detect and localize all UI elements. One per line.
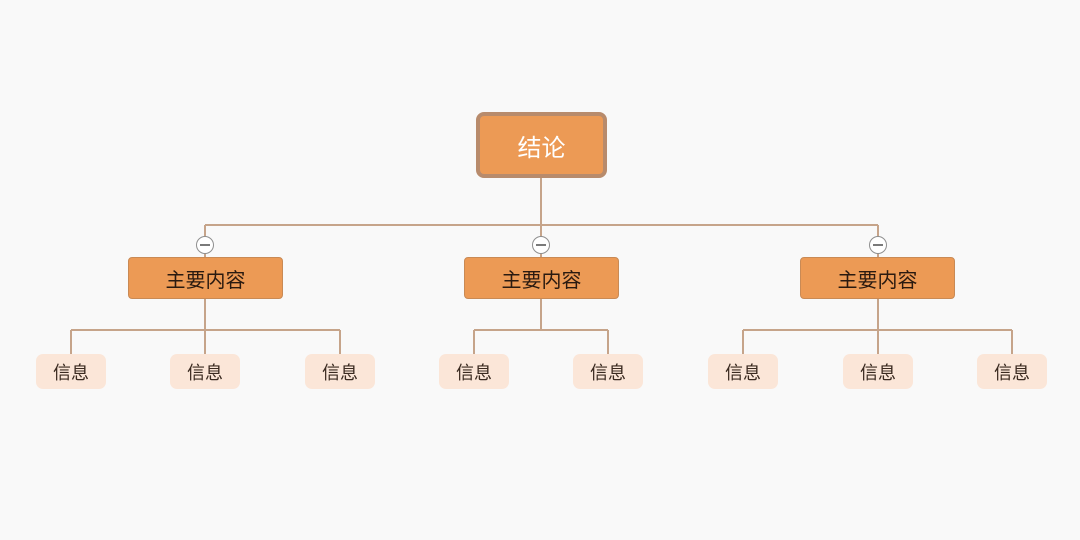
- leaf-node-label: 信息: [187, 362, 223, 384]
- leaf-node-3-1[interactable]: 信息: [708, 354, 778, 389]
- leaf-node-label: 信息: [53, 362, 89, 384]
- collapse-toggle-branch-1[interactable]: [196, 236, 214, 254]
- root-node[interactable]: 结论: [476, 112, 607, 178]
- root-node-label: 结论: [517, 133, 566, 162]
- leaf-node-1-1[interactable]: 信息: [36, 354, 106, 389]
- branch-node-2[interactable]: 主要内容: [464, 257, 619, 299]
- collapse-toggle-branch-3[interactable]: [869, 236, 887, 254]
- leaf-node-label: 信息: [322, 362, 358, 384]
- branch-node-label: 主要内容: [837, 267, 918, 292]
- leaf-node-label: 信息: [456, 362, 492, 384]
- leaf-node-3-2[interactable]: 信息: [843, 354, 913, 389]
- leaf-node-label: 信息: [860, 362, 896, 384]
- leaf-node-1-2[interactable]: 信息: [170, 354, 240, 389]
- leaf-node-1-3[interactable]: 信息: [305, 354, 375, 389]
- branch-node-3[interactable]: 主要内容: [800, 257, 955, 299]
- leaf-node-label: 信息: [590, 362, 626, 384]
- leaf-node-label: 信息: [725, 362, 761, 384]
- branch-node-1[interactable]: 主要内容: [128, 257, 283, 299]
- leaf-node-3-3[interactable]: 信息: [977, 354, 1047, 389]
- collapse-toggle-branch-2[interactable]: [532, 236, 550, 254]
- leaf-node-label: 信息: [994, 362, 1030, 384]
- branch-node-label: 主要内容: [165, 267, 246, 292]
- leaf-node-2-2[interactable]: 信息: [573, 354, 643, 389]
- leaf-node-2-1[interactable]: 信息: [439, 354, 509, 389]
- branch-node-label: 主要内容: [501, 267, 582, 292]
